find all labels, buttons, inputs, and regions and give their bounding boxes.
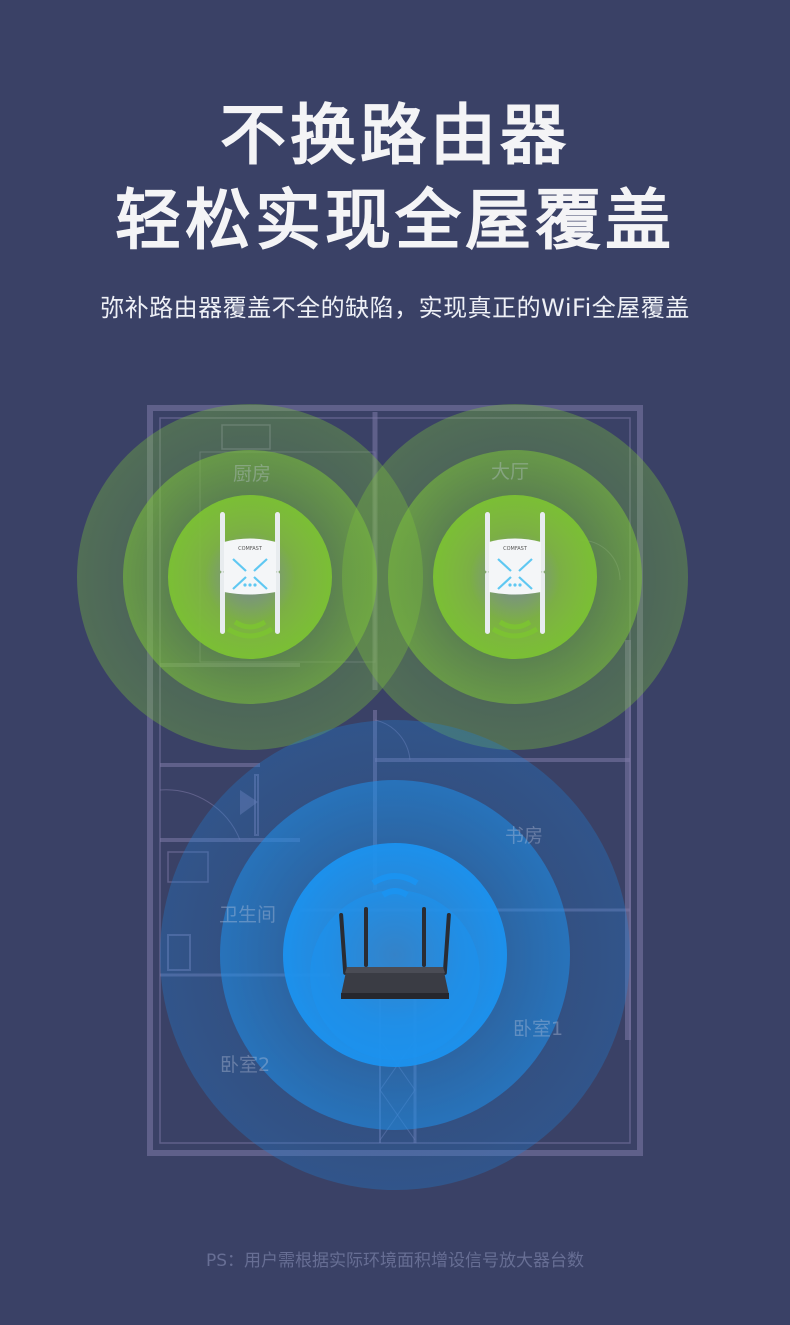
page-subtitle: 弥补路由器覆盖不全的缺陷，实现真正的WiFi全屋覆盖 (100, 294, 690, 322)
room-label-living-room: 大厅 (491, 461, 530, 483)
wifi-router-icon (339, 873, 451, 999)
page-title-line1: 不换路由器 (220, 97, 570, 174)
room-label-bathroom: 卫生间 (219, 904, 277, 926)
room-label-study: 书房 (505, 825, 544, 847)
room-label-bedroom-2: 卧室2 (220, 1054, 271, 1076)
room-label-bedroom-1: 卧室1 (513, 1018, 564, 1040)
router-coverage (160, 720, 630, 1190)
coverage-floorplan: COMFAST COMFAST (0, 380, 790, 1220)
room-label-kitchen: 厨房 (233, 463, 272, 485)
footnote: PS：用户需根据实际环境面积增设信号放大器台数 (205, 1251, 585, 1271)
wifi-extender-left-icon: COMFAST (220, 512, 280, 639)
svg-text:COMFAST: COMFAST (503, 546, 528, 552)
page-title-line2: 轻松实现全屋覆盖 (115, 182, 675, 259)
svg-text:COMFAST: COMFAST (238, 546, 263, 552)
wifi-extender-right-icon: COMFAST (485, 512, 545, 639)
